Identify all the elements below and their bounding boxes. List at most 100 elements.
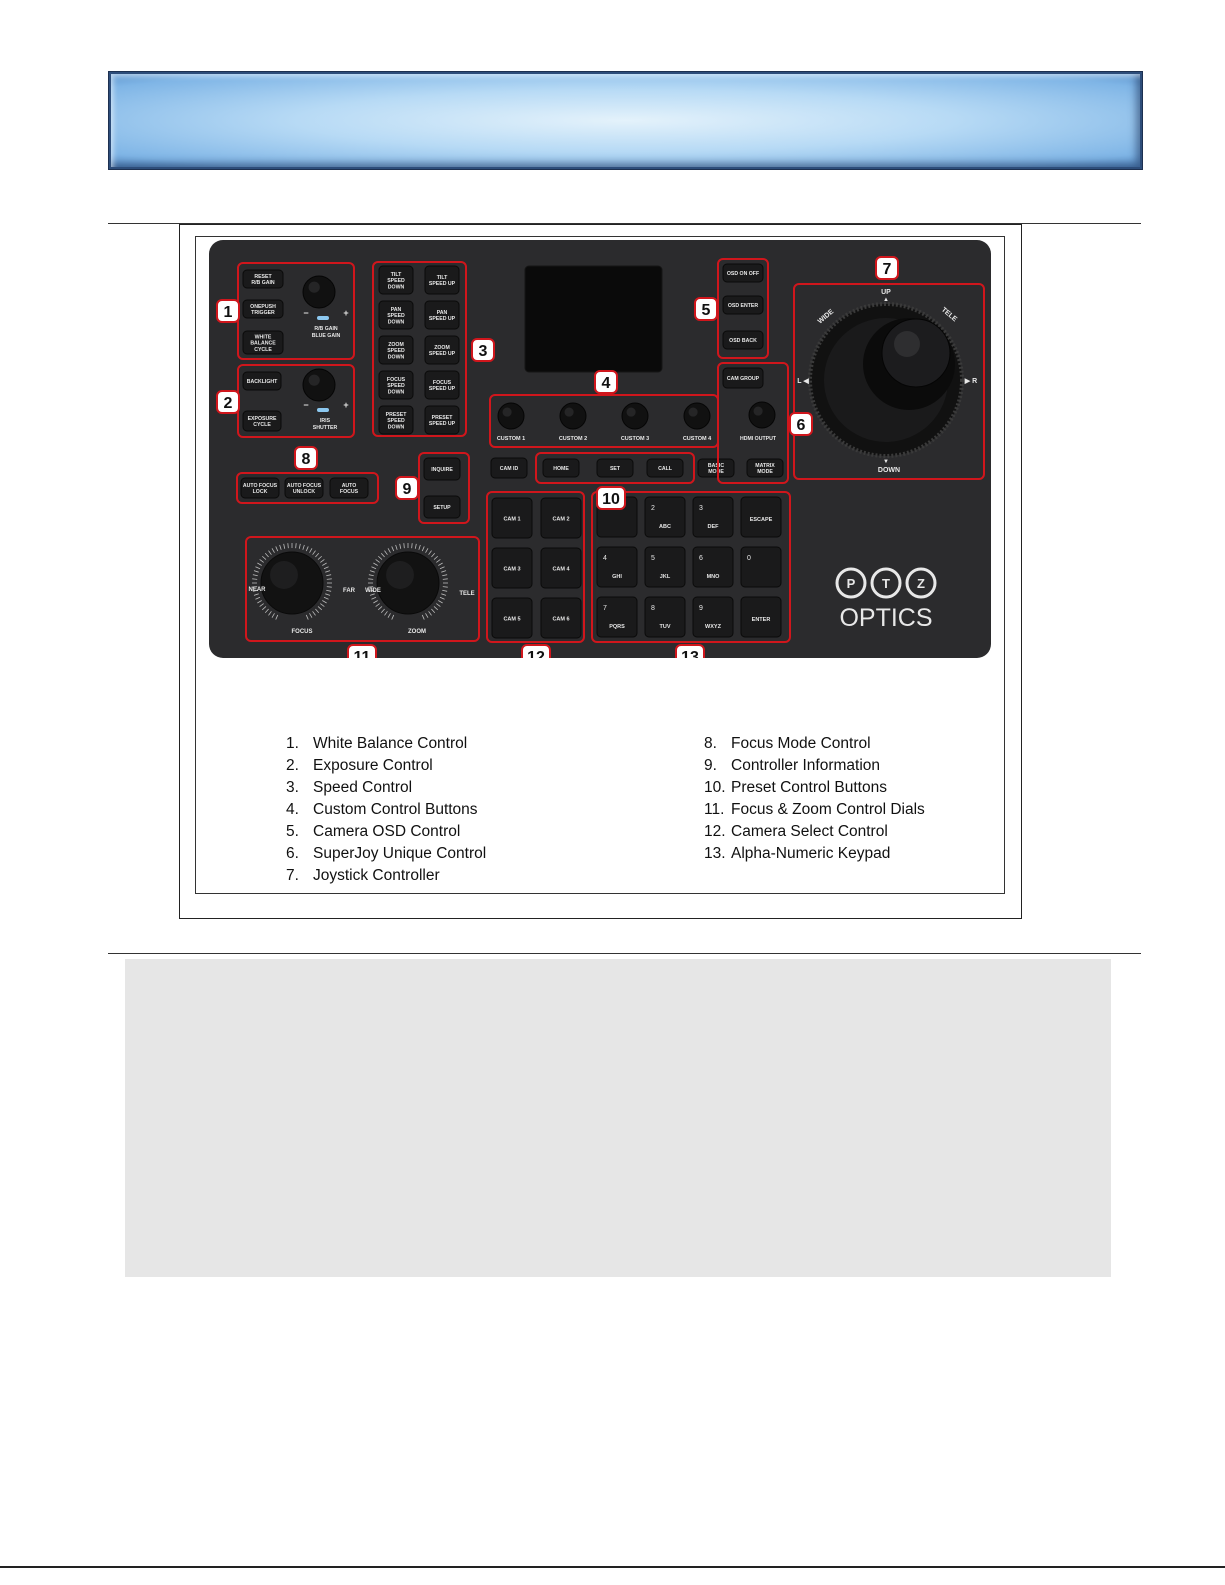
zoom-dial-tick [369, 593, 375, 596]
cam-1-button-label: CAM 1 [503, 516, 520, 522]
cam-1-button[interactable] [491, 497, 533, 539]
cam-id-button-label: CAM ID [500, 466, 519, 472]
keypad-key[interactable] [596, 546, 638, 588]
pan-speed-down-button-label: SPEED [387, 313, 405, 319]
cam-5-button[interactable] [491, 597, 533, 639]
tilt-speed-down-button[interactable] [378, 265, 414, 295]
keypad-key[interactable] [644, 596, 686, 638]
auto-focus-unlock-button[interactable] [284, 477, 324, 499]
backlight-button-label: BACKLIGHT [247, 379, 278, 385]
preset-speed-up-button[interactable] [424, 405, 460, 435]
setup-button[interactable] [423, 495, 461, 519]
custom-2-label: CUSTOM 2 [559, 436, 587, 442]
matrix-mode-button-label: MODE [757, 469, 773, 475]
zoom-speed-down-button[interactable] [378, 335, 414, 365]
keypad-key[interactable] [740, 596, 782, 638]
custom-3-knob[interactable] [621, 402, 649, 430]
callout-badge-13 [675, 644, 705, 658]
keypad-key[interactable] [596, 596, 638, 638]
matrix-mode-button-label: MATRIX [755, 463, 775, 469]
callout-badge-3-number: 3 [479, 343, 488, 360]
rb-gain-label: R/B GAIN [314, 326, 338, 332]
focus-dial-tick [309, 613, 313, 618]
reset-rb-gain-button[interactable] [242, 269, 284, 289]
tilt-speed-down-button-label: TILT [391, 272, 402, 278]
focus-dial[interactable] [260, 551, 324, 615]
focus-speed-down-button[interactable] [378, 370, 414, 400]
cam-id-button[interactable] [490, 457, 528, 479]
zoom-dial-tick [387, 548, 391, 553]
zoom-speed-up-button[interactable] [424, 335, 460, 365]
auto-focus-button[interactable] [329, 477, 369, 499]
call-button[interactable] [646, 458, 684, 478]
inquire-button[interactable] [423, 457, 461, 481]
zoom-dial-tick [442, 574, 448, 577]
zoom-dial-tick [371, 566, 377, 570]
rb-gain-knob-shine [308, 281, 320, 293]
keypad-key[interactable] [692, 496, 734, 538]
zoom-dial-tick [433, 606, 438, 611]
focus-dial-tick [309, 548, 313, 553]
home-button[interactable] [542, 458, 580, 478]
zoom-dial-tick [439, 566, 445, 570]
basic-mode-button-label: MODE [708, 469, 724, 475]
osd-on-off-button[interactable] [722, 263, 764, 283]
preset-speed-up-button-label: SPEED UP [429, 421, 456, 427]
cam-3-button[interactable] [491, 547, 533, 589]
callout-badge-9-number: 9 [403, 481, 412, 498]
exposure-cycle-button[interactable] [242, 410, 282, 432]
rb-gain-knob[interactable] [302, 275, 336, 309]
custom-4-label: CUSTOM 4 [683, 436, 712, 442]
pan-speed-down-button[interactable] [378, 300, 414, 330]
hdmi-output-knob[interactable] [748, 401, 776, 429]
zoom-dial-tick [439, 596, 445, 600]
focus-speed-up-button[interactable] [424, 370, 460, 400]
focus-far-label: FAR [343, 588, 356, 594]
iris-shutter-knob[interactable] [302, 368, 336, 402]
focus-dial-tick [257, 600, 262, 604]
zoom-dial[interactable] [376, 551, 440, 615]
callout-badge-6 [789, 412, 813, 436]
matrix-mode-button[interactable] [746, 458, 784, 478]
custom-2-knob[interactable] [559, 402, 587, 430]
keypad-key-number: 0 [747, 555, 751, 562]
keypad-key[interactable] [740, 496, 782, 538]
onepush-trigger-button[interactable] [242, 299, 284, 319]
callout-badge-1 [216, 299, 240, 323]
preset-speed-down-button[interactable] [378, 405, 414, 435]
keypad-key[interactable] [692, 596, 734, 638]
osd-enter-button[interactable] [722, 295, 764, 315]
callout-badge-2 [216, 390, 240, 414]
white-balance-cycle-button[interactable] [242, 330, 284, 355]
white-balance-cycle-button-label: BALANCE [250, 341, 276, 347]
cam-6-button[interactable] [540, 597, 582, 639]
zoom-dial-tick [441, 593, 447, 596]
focus-dial-tick [255, 596, 261, 600]
cam-2-button[interactable] [540, 497, 582, 539]
exposure-cycle-button-label: EXPOSURE [248, 416, 277, 422]
custom-4-knob[interactable] [683, 402, 711, 430]
osd-back-button[interactable] [722, 330, 764, 350]
set-button[interactable] [596, 458, 634, 478]
keypad-key-letters: WXYZ [705, 624, 722, 630]
backlight-button[interactable] [242, 371, 282, 391]
zoom-dial-tick [438, 600, 443, 604]
custom-1-knob[interactable] [497, 402, 525, 430]
tilt-speed-up-button[interactable] [424, 265, 460, 295]
basic-mode-button[interactable] [697, 458, 735, 478]
keypad-key[interactable] [644, 496, 686, 538]
focus-dial-tick [322, 600, 327, 604]
zoom-dial-tick [368, 586, 374, 588]
cam-group-button[interactable] [722, 367, 764, 389]
auto-focus-lock-button[interactable] [240, 477, 280, 499]
keypad-key[interactable] [692, 546, 734, 588]
rb-gain-led [317, 316, 329, 320]
zoom-dial-tick [373, 600, 378, 604]
cam-4-button[interactable] [540, 547, 582, 589]
focus-dial-tick [264, 553, 269, 558]
pan-speed-up-button[interactable] [424, 300, 460, 330]
focus-speed-down-button-label: FOCUS [387, 377, 406, 383]
keypad-key[interactable] [740, 546, 782, 588]
keypad-key[interactable] [644, 546, 686, 588]
zoom-dial-tick [375, 559, 380, 563]
